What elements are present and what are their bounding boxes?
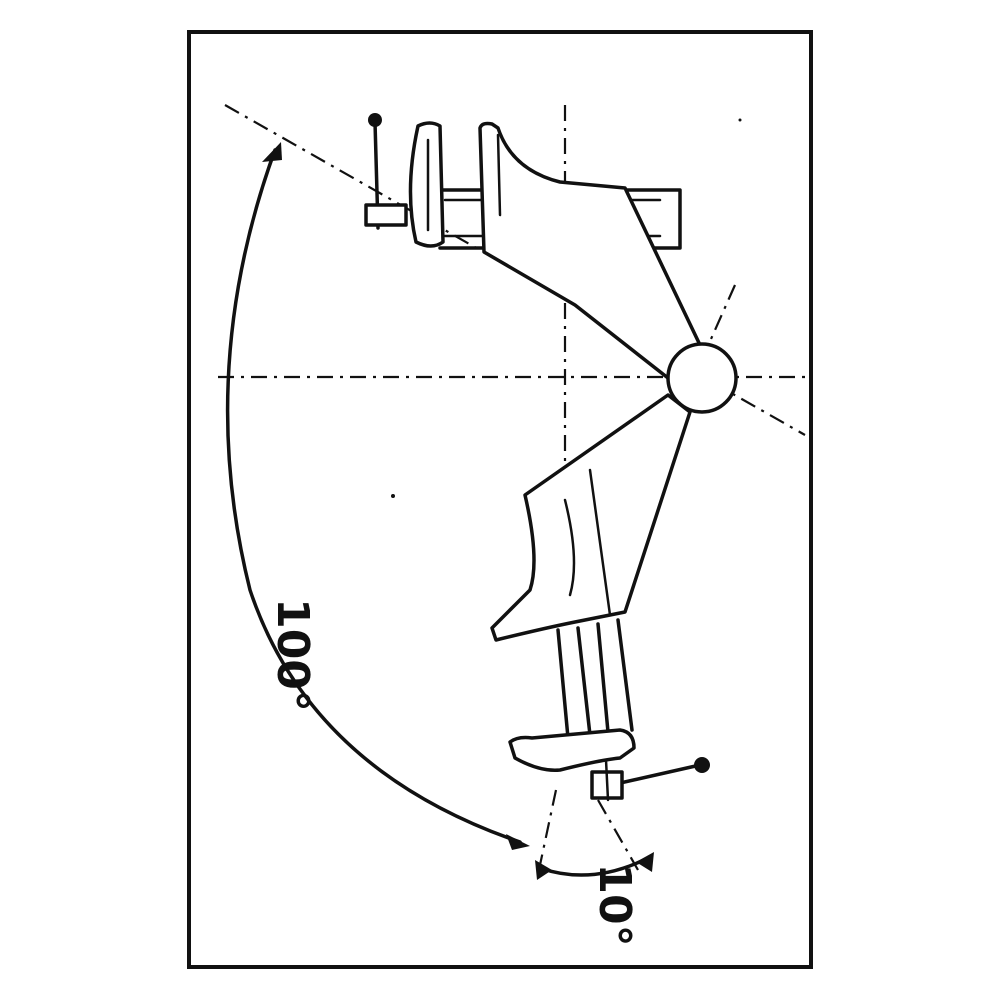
vise-upper-position: [364, 113, 702, 380]
small-angle-arc: [535, 852, 654, 880]
arc-arrow-bottom-icon: [506, 834, 530, 850]
small-arrow-right-icon: [636, 852, 654, 872]
angle-label-10: 10°: [589, 863, 640, 946]
figure-frame: [187, 30, 813, 969]
large-angle-arc: [225, 142, 530, 850]
small-arrow-left-icon: [535, 860, 552, 880]
arc-arrow-top-icon: [262, 142, 282, 162]
vise-lower-position: [490, 393, 710, 802]
pivot-joint: [666, 342, 738, 414]
angle-label-100: 100°: [267, 598, 318, 712]
small-angle-lines: [538, 789, 639, 871]
